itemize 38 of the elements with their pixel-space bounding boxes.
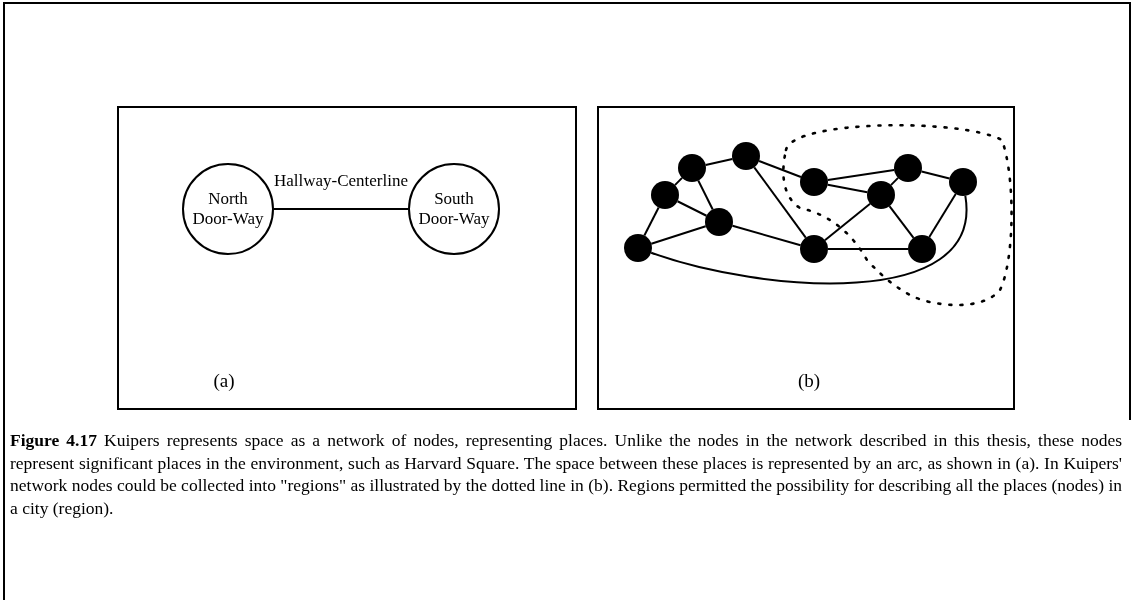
connector-line [888, 205, 915, 239]
network-node-dot [949, 168, 977, 196]
connector-line [827, 248, 909, 250]
panel-frame [117, 106, 577, 410]
connector-line [650, 194, 967, 285]
connector-line [650, 225, 707, 245]
network-node-dot [894, 154, 922, 182]
connector-line [823, 202, 872, 242]
connector-line [673, 176, 684, 187]
connector-line [889, 176, 900, 187]
place-name: South Door-Way [417, 188, 491, 230]
connector-line [697, 179, 714, 211]
network-node-dot [624, 234, 652, 262]
network-node-dot [800, 235, 828, 263]
connector-line [753, 166, 807, 239]
network-node-dot [651, 181, 679, 209]
edge-label: Hallway-Centerline [273, 171, 409, 191]
connector-line [704, 158, 734, 166]
connector-line [928, 192, 957, 239]
connector-line [731, 224, 802, 247]
place-name: North Door-Way [191, 188, 265, 230]
connector-line [643, 206, 660, 237]
connector-line [273, 208, 409, 210]
connector-line [826, 183, 869, 194]
network-node-dot [867, 181, 895, 209]
figure-caption: Figure 4.17 Kuipers represents space as a network of nodes, representing places. Unlike the nodes in the network described in this thesis, these nodes represent significant places in the environment, such as Harvard Square. The space between these places is represented by an arc, as shown in (a). In Kuipers' network nodes could be collected into "regions" as illustrated by the dotted line in (b). Regions permitted the possibility for describing all the places (nodes) in a city (region). [10, 429, 1122, 519]
connector-line [826, 169, 896, 181]
connector-line [758, 160, 802, 178]
panel-frame [597, 106, 1015, 410]
network-node-dot [732, 142, 760, 170]
network-node-dot [678, 154, 706, 182]
connector-line [920, 170, 951, 180]
network-node-dot [705, 208, 733, 236]
panel-label: (a) [213, 370, 235, 392]
connector-line [676, 200, 708, 217]
network-node-dot [800, 168, 828, 196]
network-node-dot [908, 235, 936, 263]
panel-label: (b) [797, 370, 821, 392]
